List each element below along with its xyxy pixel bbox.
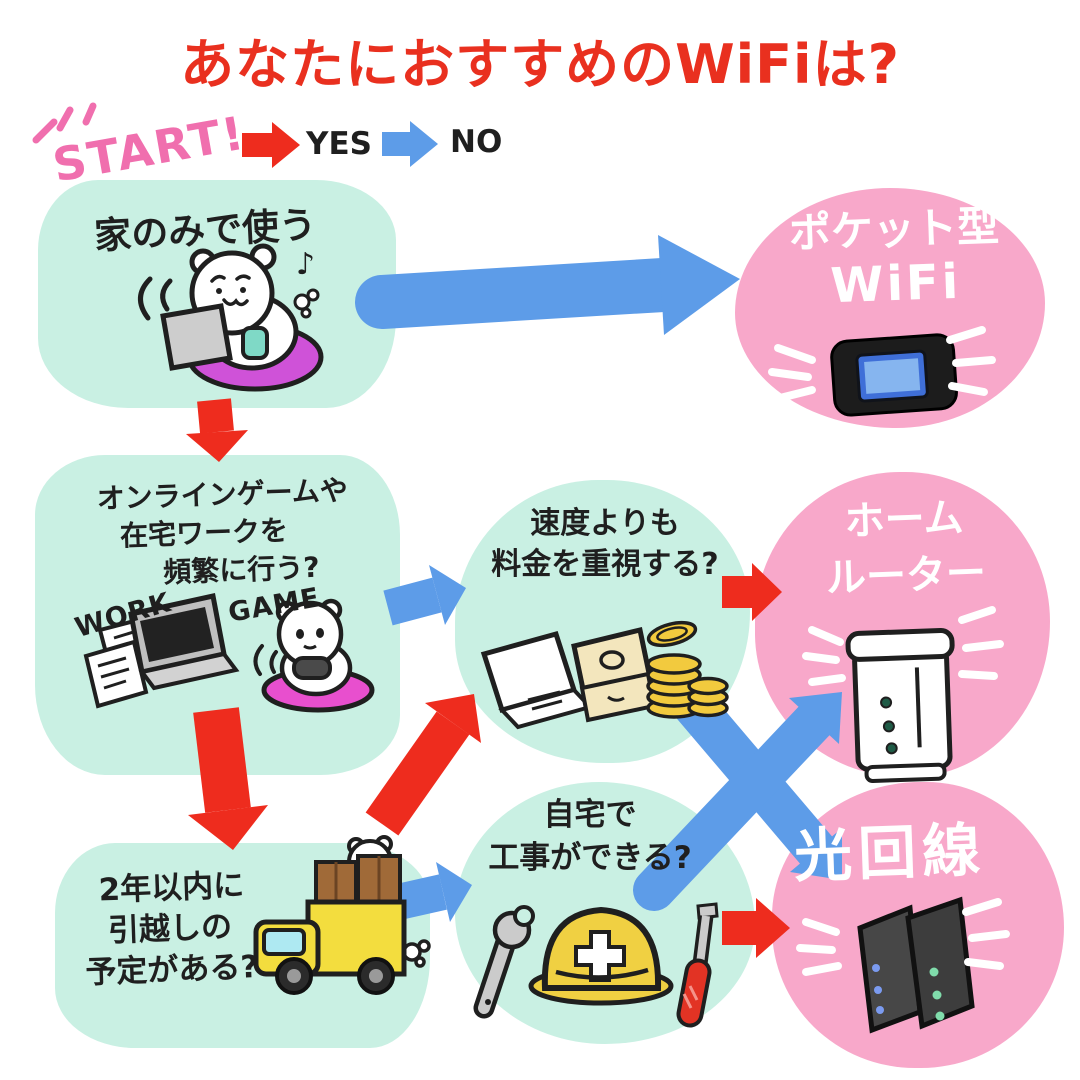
arrow-q1-yes-down bbox=[186, 398, 248, 462]
question-price-over-speed: 速度よりも 料金を重視する? bbox=[491, 506, 719, 582]
legend-yes-label: YES bbox=[306, 126, 372, 162]
arrow-q1-no-to-pocket bbox=[355, 235, 740, 335]
result-home-router-label: ホーム ルーター bbox=[825, 494, 987, 602]
legend-yes-arrow-icon bbox=[242, 122, 300, 168]
result-fiber-label: 光回線 bbox=[793, 815, 988, 891]
question-construction-at-home: 自宅で 工事ができる? bbox=[488, 797, 692, 876]
question-moving-within-2-years: 2年以内に 引越しの 予定がある? bbox=[84, 867, 259, 991]
result-pocket-wifi-label: ポケット型 WiFi bbox=[788, 201, 1000, 315]
legend-no-label: NO bbox=[450, 124, 503, 160]
legend-no-arrow-icon bbox=[382, 121, 438, 167]
page-title: あなたにおすすめのWiFiは? bbox=[180, 33, 900, 96]
question-online-game-telework: オンラインゲームや 在宅ワークを 頻繁に行う? bbox=[96, 473, 349, 590]
